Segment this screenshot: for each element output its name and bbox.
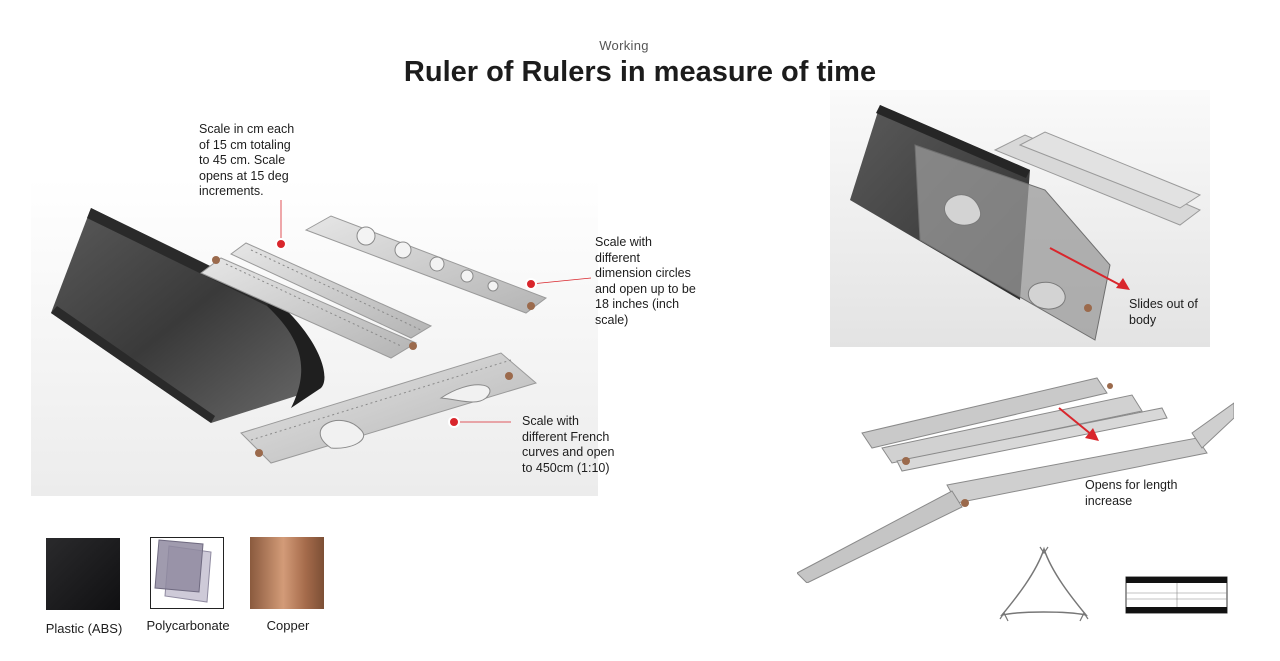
rulers-stacked (861, 377, 1168, 472)
side-profile-sketch (1125, 575, 1228, 615)
triangular-profile-sketch (996, 543, 1092, 627)
annotation-scale-cm: Scale in cm each of 15 cm totaling to 45… (199, 122, 295, 198)
slide-out-render (830, 90, 1210, 347)
extended-ruler (797, 402, 1234, 583)
section-kicker: Working (599, 38, 649, 53)
ruler-stack-cm (200, 242, 433, 359)
ruler-french-curves (240, 352, 538, 464)
rulers-background (993, 131, 1202, 226)
sliding-ruler (914, 144, 1111, 341)
swatch-label-polycarbonate: Polycarbonate (146, 618, 230, 633)
open-arrow (1058, 407, 1099, 441)
swatch-label-copper: Copper (266, 618, 310, 633)
main-render (31, 178, 598, 496)
annotation-slides-out: Slides out of body (1129, 297, 1198, 327)
annotation-scale-circles: Scale with different dimension circles a… (595, 235, 696, 327)
ruler-circles (304, 215, 548, 314)
copper-pins (212, 256, 535, 457)
annotation-scale-french: Scale with different French curves and o… (522, 414, 615, 475)
page-title: Ruler of Rulers in measure of time (403, 56, 877, 88)
length-render (797, 363, 1234, 583)
annotation-opens-length: Opens for length increase (1085, 478, 1178, 508)
swatch-copper (250, 537, 324, 609)
slide-arrow (1049, 247, 1130, 290)
swatch-plastic-abs (46, 538, 120, 610)
swatch-label-plastic: Plastic (ABS) (45, 621, 123, 636)
swatch-polycarbonate (150, 537, 224, 609)
callout-markers (275, 200, 592, 428)
